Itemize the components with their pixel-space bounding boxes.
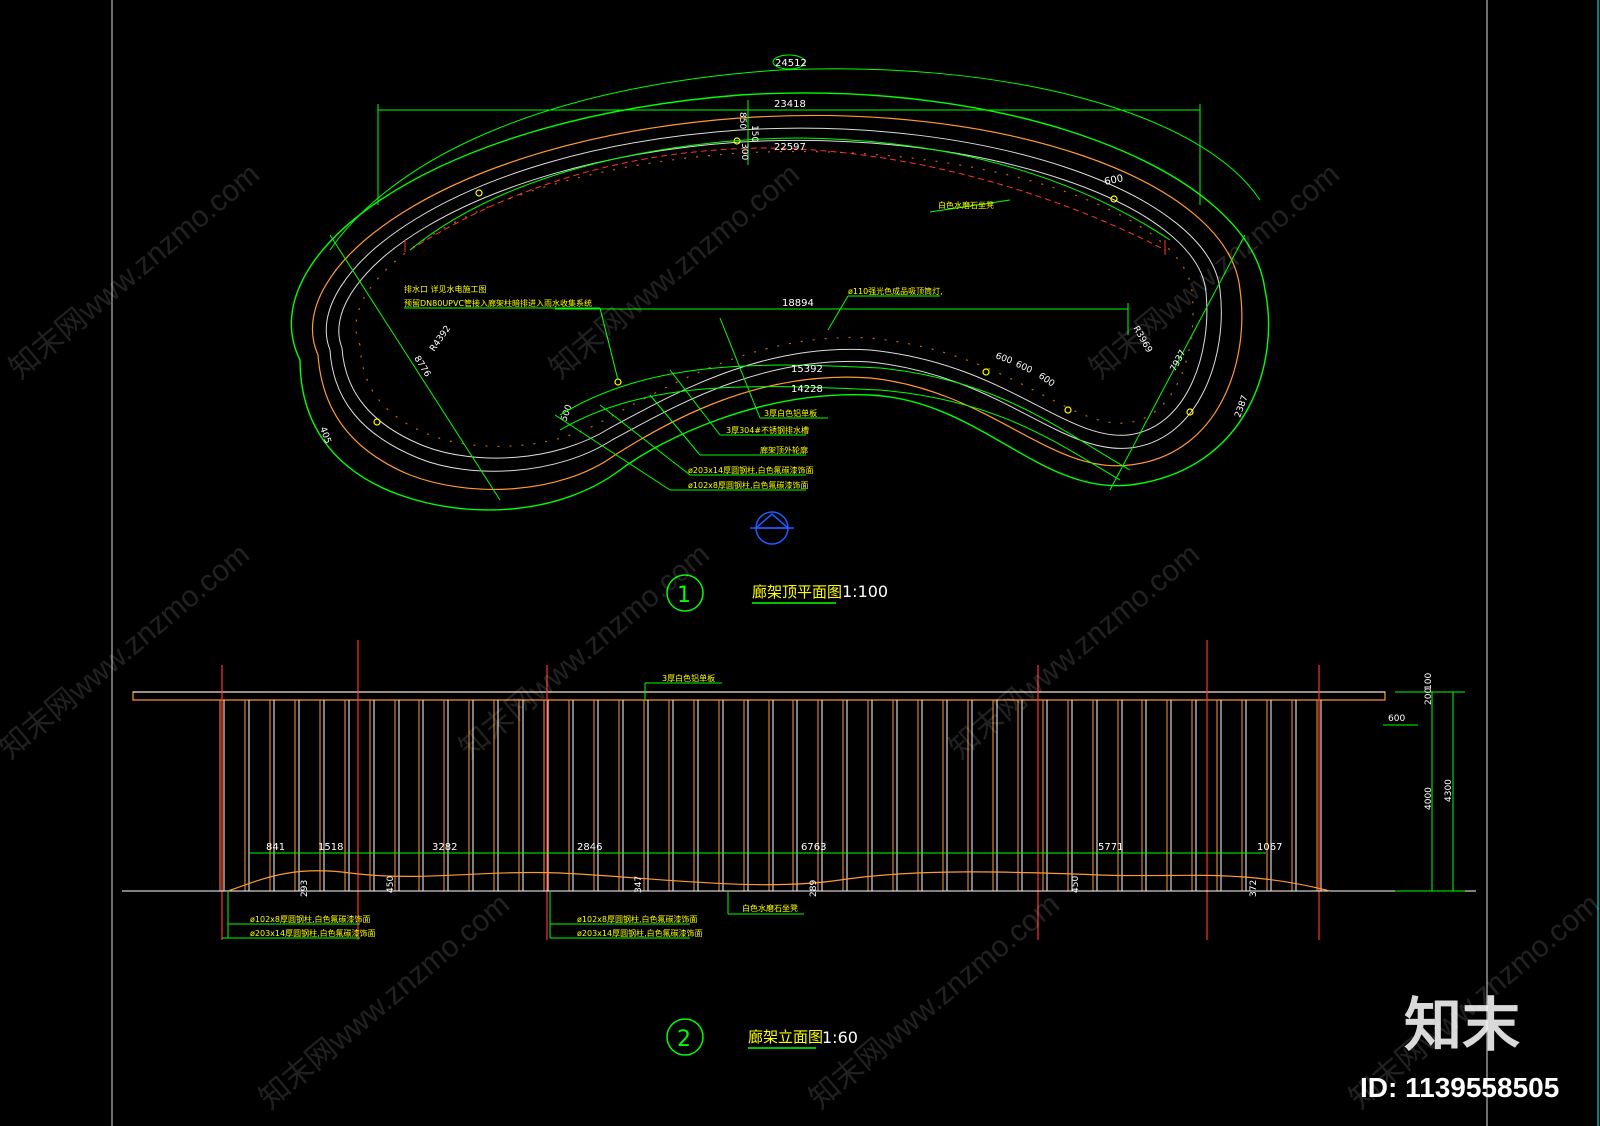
elev-dim-200: 200 [1424, 688, 1434, 705]
plan-note-col-small: ø102x8厚圆钢柱,白色氟碳漆饰面 [688, 480, 809, 490]
elev-dim-6763: 6763 [801, 842, 826, 853]
elev-dim-5771: 5771 [1098, 842, 1123, 853]
elev-columns [219, 700, 1322, 891]
plan-note-col-big: ø203x14厚圆钢柱,白色氟碳漆饰面 [688, 465, 814, 475]
plan-note-drain-1: 排水口 详见水电施工图 [404, 284, 487, 294]
plan-view: 24512 23418 22597 850 150 300 600 白色水磨石坐… [290, 54, 1270, 612]
plan-dim-600-top: 600 [1103, 173, 1124, 188]
watermark-text: 知末网www.znzmo.com [1083, 158, 1346, 386]
elev-title: 廊架立面图 [748, 1028, 823, 1046]
plan-note-white-stone: 白色水磨石坐凳 [938, 200, 994, 210]
plan-dim-outer-arc: 24512 [775, 58, 807, 69]
plan-note-light: ø110强光色成品吸顶筒灯, [848, 286, 943, 296]
elev-dim-372: 372 [1249, 880, 1259, 897]
elev-dim-1518: 1518 [318, 842, 343, 853]
watermark-brand: 知末 [1404, 993, 1520, 1058]
plan-dim-600-b: 600 [1014, 360, 1034, 376]
elev-title-marker-num: 2 [677, 1027, 691, 1052]
plan-note-drain-2: 预留DN80UPVC管接入廊架柱暗排进入雨水收集系统 [404, 298, 592, 308]
plan-gutter-outer [325, 127, 1222, 472]
elev-note-top-plate: 3厚白色铝单板 [662, 673, 715, 683]
elev-dim-841: 841 [266, 842, 285, 853]
plan-dim-500: 500 [559, 403, 574, 423]
watermark-text: 知末网www.znzmo.com [943, 538, 1206, 766]
watermark-id: ID: 1139558505 [1360, 1072, 1559, 1103]
plan-scale: 1:100 [842, 582, 888, 601]
plan-roof-outline [312, 114, 1243, 491]
plan-dim-150: 150 [749, 125, 759, 142]
elev-dim-2846: 2846 [577, 842, 602, 853]
plan-dim-r-left: R4392 [428, 324, 453, 354]
elev-scale: 1:60 [822, 1028, 858, 1047]
elev-note-col-small-mid: ø102x8厚圆钢柱,白色氟碳漆饰面 [577, 914, 698, 924]
plan-dim-14228: 14228 [791, 384, 823, 395]
elev-dim-600: 600 [1388, 714, 1405, 724]
plan-dim-top-span: 23418 [774, 99, 806, 110]
elev-dim-450-a: 450 [386, 876, 396, 893]
plan-note-outline: 廊架顶外轮廓 [760, 445, 808, 455]
plan-dim-600-a: 600 [994, 351, 1014, 366]
elev-dim-4300: 4300 [1444, 779, 1454, 802]
elev-dim-4000: 4000 [1424, 787, 1434, 810]
plan-dim-inner-arc: 22597 [774, 142, 806, 153]
plan-title-marker [666, 574, 704, 612]
elev-dim-293: 293 [300, 880, 310, 897]
elev-dim-289: 289 [809, 880, 819, 897]
elevation-view: 3厚白色铝单板 841 1518 3282 2846 6763 5771 106… [122, 640, 1476, 1056]
watermark-text: 知末网www.znzmo.com [803, 888, 1066, 1116]
plan-inner-dashed [409, 147, 1166, 251]
elev-roof-plate [132, 691, 1386, 701]
plan-note-alu-plate: 3厚白色铝单板 [764, 408, 817, 418]
watermark-text: 知末网www.znzmo.com [543, 158, 806, 386]
plan-gutter-inner [338, 139, 1208, 459]
plan-dim-300: 300 [739, 143, 749, 160]
elev-dim-1067: 1067 [1257, 842, 1282, 853]
drawing-frame [111, 0, 1599, 1126]
elev-title-marker [666, 1018, 704, 1056]
plan-note-gutter: 3厚304#不锈钢排水槽 [726, 425, 809, 435]
plan-title: 廊架顶平面图 [752, 583, 842, 601]
plan-dim-15392: 15392 [791, 364, 823, 375]
elev-note-col-big-left: ø203x14厚圆钢柱,白色氟碳漆饰面 [250, 928, 376, 938]
elev-dim-347: 347 [634, 876, 644, 893]
plan-dim-600-c: 600 [1036, 371, 1056, 389]
elev-note-col-small-left: ø102x8厚圆钢柱,白色氟碳漆饰面 [250, 914, 371, 924]
plan-title-marker-num: 1 [677, 583, 691, 608]
elev-red-axes [221, 640, 1320, 940]
plan-dim-2387: 2387 [1233, 394, 1250, 419]
elev-seat-curve [227, 870, 1331, 892]
elev-dim-3282: 3282 [432, 842, 457, 853]
watermark-text: 知末网www.znzmo.com [453, 538, 716, 766]
watermark-text: 知末网www.znzmo.com [3, 158, 266, 386]
elev-note-col-big-mid: ø203x14厚圆钢柱,白色氟碳漆饰面 [577, 928, 703, 938]
plan-dim-inner-span: 18894 [782, 298, 814, 309]
watermark-text: 知末网www.znzmo.com [0, 538, 256, 766]
elev-note-stone: 白色水磨石坐凳 [742, 903, 798, 913]
plan-outer-outline [290, 92, 1270, 511]
plan-dim-7937: 7937 [1169, 348, 1189, 373]
elev-dim-100: 100 [1424, 673, 1434, 690]
elev-dim-450-b: 450 [1071, 876, 1081, 893]
plan-dim-850: 850 [737, 112, 747, 129]
